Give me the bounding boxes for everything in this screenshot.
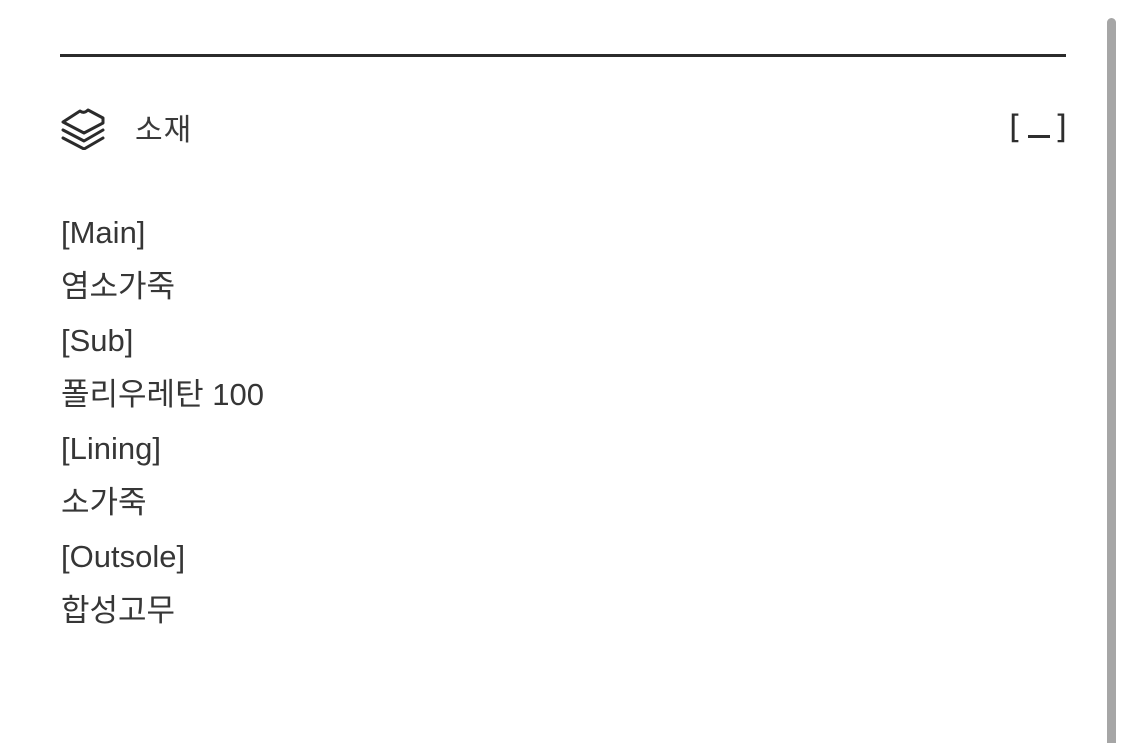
- materials-section-header[interactable]: 소재 []: [60, 100, 1068, 154]
- material-label-lining: [Lining]: [61, 431, 161, 466]
- material-value-main: 염소가죽: [61, 269, 176, 304]
- layers-icon: [60, 104, 106, 151]
- section-title: 소재: [135, 114, 193, 147]
- material-value-sub: 폴리우레탄 100: [61, 377, 264, 412]
- material-value-outsole: 합성고무: [61, 593, 176, 628]
- collapse-icon: []: [1009, 108, 1068, 146]
- collapse-toggle-button[interactable]: []: [1009, 108, 1068, 146]
- vertical-scrollbar[interactable]: [1107, 18, 1116, 743]
- material-value-lining: 소가죽: [61, 485, 147, 520]
- section-divider: [60, 54, 1066, 57]
- material-label-outsole: [Outsole]: [61, 539, 186, 574]
- material-label-main: [Main]: [61, 215, 146, 250]
- materials-list: [Main] 염소가죽 [Sub] 폴리우레탄 100 [Lining] 소가죽…: [61, 206, 264, 638]
- material-label-sub: [Sub]: [61, 323, 134, 358]
